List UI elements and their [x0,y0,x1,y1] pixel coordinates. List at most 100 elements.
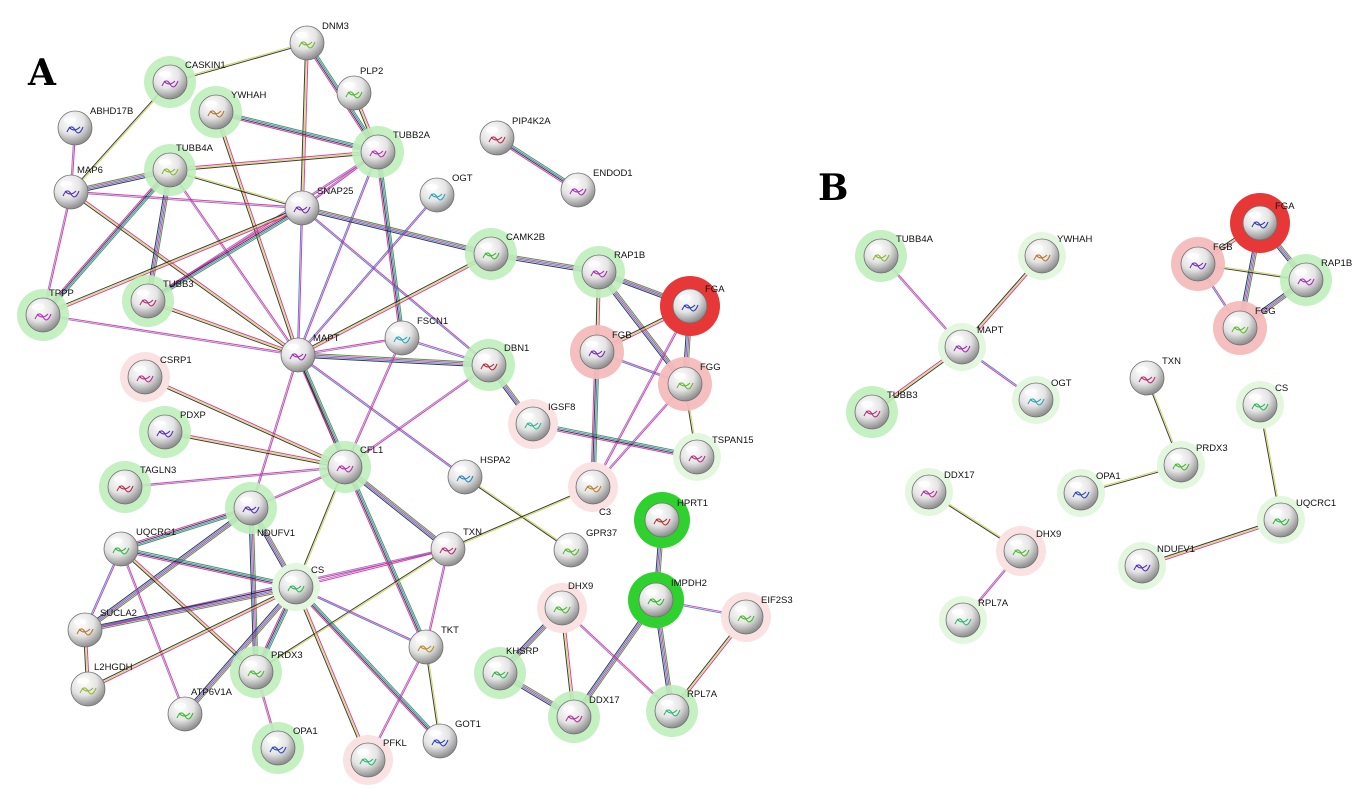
node-a-gpr37[interactable]: GPR37 [553,528,617,568]
node-b-fgb[interactable]: FGB [1171,237,1233,291]
node-a-uqcrc1[interactable]: UQCRC1 [103,527,176,567]
structure-icon [287,585,305,593]
node-b-rap1b[interactable]: RAP1B [1280,254,1352,306]
node-b-rpl7a[interactable]: RPL7A [939,596,1009,644]
node-b-tubb4a[interactable]: TUBB4A [855,230,934,282]
node-sphere [447,459,483,495]
node-a-map6[interactable]: MAP6 [53,165,103,210]
node-b-txn[interactable]: TXN [1129,356,1181,396]
node-a-rpl7a[interactable]: RPL7A [646,685,718,737]
node-label: PIP4K2A [512,116,551,127]
node-highlight [1170,453,1182,461]
structure-icon [369,150,387,158]
edge-a-tubb4a-mapt [169,169,299,356]
node-a-ddx17[interactable]: DDX17 [548,691,620,743]
node-a-got1[interactable]: GOT1 [422,719,481,759]
node-a-dbn1[interactable]: DBN1 [463,339,529,391]
node-a-snap25[interactable]: SNAP25 [284,186,353,226]
node-a-mapt[interactable]: MAPT [280,333,340,373]
edge-a-cs-l2hgdh [87,585,297,691]
node-a-rap1b[interactable]: RAP1B [573,246,645,298]
node-a-igsf8[interactable]: IGSF8 [508,399,575,449]
node-a-c3[interactable]: C3 [568,462,618,518]
node-b-ddx17[interactable]: DDX17 [905,468,975,516]
node-a-tspan15[interactable]: TSPAN15 [673,433,754,481]
node-label: SUCLA2 [100,608,137,619]
node-b-ywhah[interactable]: YWHAH [1018,232,1093,280]
node-a-tubb3[interactable]: TUBB3 [122,275,194,327]
node-a-tubb4a[interactable]: TUBB4A [144,143,214,196]
node-a-fgg[interactable]: FGG [658,357,721,411]
node-sphere [482,655,518,691]
edge-a-ogt-mapt [297,194,438,356]
node-a-ywhah[interactable]: YWHAH [190,86,267,138]
node-b-prdx3[interactable]: PRDX3 [1157,441,1228,489]
node-highlight [686,445,698,453]
node-a-camk2b[interactable]: CAMK2B [465,228,545,280]
node-a-pip4k2a[interactable]: PIP4K2A [479,116,551,156]
node-a-pfkl[interactable]: PFKL [343,735,407,785]
node-highlight [861,400,873,408]
node-b-fga[interactable]: FGA [1230,193,1295,253]
node-a-fgb[interactable]: FGB [570,325,632,379]
node-a-pdxp[interactable]: PDXP [139,406,206,458]
node-a-tkt[interactable]: TKT [408,625,459,665]
node-a-tagln3[interactable]: TAGLN3 [99,461,176,513]
node-a-impdh2[interactable]: IMPDH2 [628,572,707,628]
node-a-abhd17b[interactable]: ABHD17B [57,106,133,146]
edge-strand [296,355,426,648]
node-highlight [159,158,171,166]
node-a-dhx9[interactable]: DHX9 [537,581,593,633]
node-b-opa1[interactable]: OPA1 [1057,469,1121,517]
node-b-fgg[interactable]: FGG [1213,301,1276,355]
node-a-csrp1[interactable]: CSRP1 [120,352,192,402]
node-b-tubb3[interactable]: TUBB3 [846,386,918,438]
node-highlight [429,729,441,737]
edge-strand [294,588,439,743]
node-highlight [1070,481,1082,489]
node-a-ndufv1[interactable]: NDUFV1 [225,482,295,539]
node-a-caskin1[interactable]: CASKIN1 [144,56,226,108]
node-label: KHSRP [506,646,539,657]
edge-a-snap25-camk2b [301,205,492,257]
node-a-fscn1[interactable]: FSCN1 [384,316,448,356]
structure-icon [112,547,130,555]
node-a-endod1[interactable]: ENDOD1 [560,168,633,208]
node-a-cfl1[interactable]: CFL1 [319,441,383,493]
node-a-cs[interactable]: CS [272,563,324,611]
node-a-plp2[interactable]: PLP2 [336,66,383,111]
node-a-atp6v1a[interactable]: ATP6V1A [167,687,233,732]
node-b-ndufv1[interactable]: NDUFV1 [1118,542,1195,590]
node-a-hprt1[interactable]: HPRT1 [634,492,708,548]
node-a-eif2s3[interactable]: EIF2S3 [721,592,793,642]
node-a-prdx3[interactable]: PRDX3 [230,646,303,698]
node-a-opa1[interactable]: OPA1 [252,722,318,774]
node-a-ogt[interactable]: OGT [419,173,473,213]
node-b-mapt[interactable]: MAPT [938,323,1004,371]
node-b-dhx9[interactable]: DHX9 [996,526,1061,576]
node-sphere [107,469,143,505]
node-b-cs[interactable]: CS [1236,381,1288,429]
node-b-uqcrc1[interactable]: UQCRC1 [1257,496,1336,544]
node-a-sucla2[interactable]: SUCLA2 [67,608,137,648]
node-highlight [582,475,594,483]
edge-a-mapt-ndufv1 [249,354,300,509]
node-label: RPL7A [687,689,718,700]
node-a-dnm3[interactable]: DNM3 [289,21,349,61]
node-b-ogt[interactable]: OGT [1012,376,1072,424]
edge-strand [148,299,299,355]
node-a-tubb2a[interactable]: TUBB2A [352,126,431,178]
node-a-fga[interactable]: FGA [660,276,725,336]
structure-icon [156,430,174,438]
edge-strand [43,170,171,316]
node-highlight [296,31,308,39]
node-a-khsrp[interactable]: KHSRP [474,646,539,699]
node-a-hspa2[interactable]: HSPA2 [447,455,510,495]
edge-strand [42,315,298,357]
node-a-txn[interactable]: TXN [430,527,482,567]
edge-strand [1142,520,1282,568]
node-a-l2hgdh[interactable]: L2HGDH [70,662,133,707]
node-a-tppp[interactable]: TPPP [17,288,74,341]
node-label: CASKIN1 [185,60,226,71]
